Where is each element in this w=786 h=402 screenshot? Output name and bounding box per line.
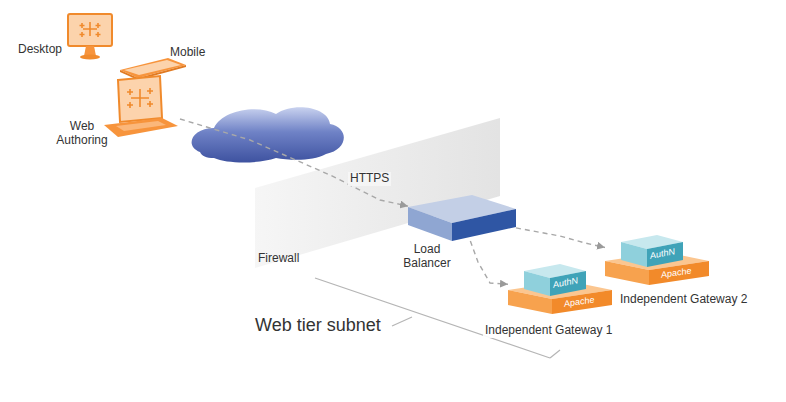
firewall-panel bbox=[255, 118, 500, 268]
device-node: Desktop bbox=[66, 12, 114, 60]
node-label: Load Balancer bbox=[396, 243, 458, 271]
load-balancer: Load Balancer bbox=[408, 195, 516, 241]
dashed-connector bbox=[180, 119, 408, 206]
tablet-screen bbox=[124, 60, 181, 75]
protocol-label: HTTPS bbox=[348, 172, 391, 186]
subnet-label: Web tier subnet bbox=[255, 315, 381, 336]
bracket-tick bbox=[550, 350, 560, 358]
authn-block: AuthN bbox=[524, 262, 586, 296]
gateway-stack: AuthNApacheIndependent Gateway 2 bbox=[605, 233, 709, 285]
load-balancer-shape bbox=[408, 195, 516, 241]
node-label: Independent Gateway 2 bbox=[620, 293, 747, 307]
node-label: Web Authoring bbox=[52, 120, 112, 148]
node-label: Independent Gateway 1 bbox=[483, 324, 614, 338]
laptop-base bbox=[104, 118, 178, 137]
firewall-label: Firewall bbox=[258, 252, 299, 266]
node-label: Desktop bbox=[18, 43, 62, 57]
laptop-screen bbox=[118, 76, 162, 122]
node-label: Mobile bbox=[170, 46, 205, 60]
logo-mark bbox=[80, 22, 101, 37]
authn-block: AuthN bbox=[621, 233, 683, 267]
leader-line bbox=[392, 317, 412, 326]
gateway-stack: AuthNApacheIndependent Gateway 1 bbox=[508, 262, 612, 314]
block-face bbox=[508, 290, 552, 314]
dashed-connector bbox=[516, 228, 605, 248]
laptop-icon bbox=[104, 76, 178, 137]
monitor-base bbox=[80, 55, 100, 60]
monitor-screen bbox=[68, 14, 112, 46]
device-node: Mobile bbox=[120, 56, 186, 80]
laptop-keyboard bbox=[116, 121, 166, 131]
logo-mark bbox=[127, 88, 153, 108]
block-face bbox=[605, 261, 649, 285]
block-face bbox=[452, 209, 516, 241]
block-face bbox=[408, 207, 452, 241]
internet-cloud bbox=[192, 107, 344, 162]
block-face bbox=[552, 290, 612, 314]
desktop-icon bbox=[68, 14, 112, 60]
dashed-connector bbox=[470, 241, 508, 284]
device-node: Web Authoring bbox=[100, 76, 180, 138]
block-face bbox=[649, 261, 709, 285]
